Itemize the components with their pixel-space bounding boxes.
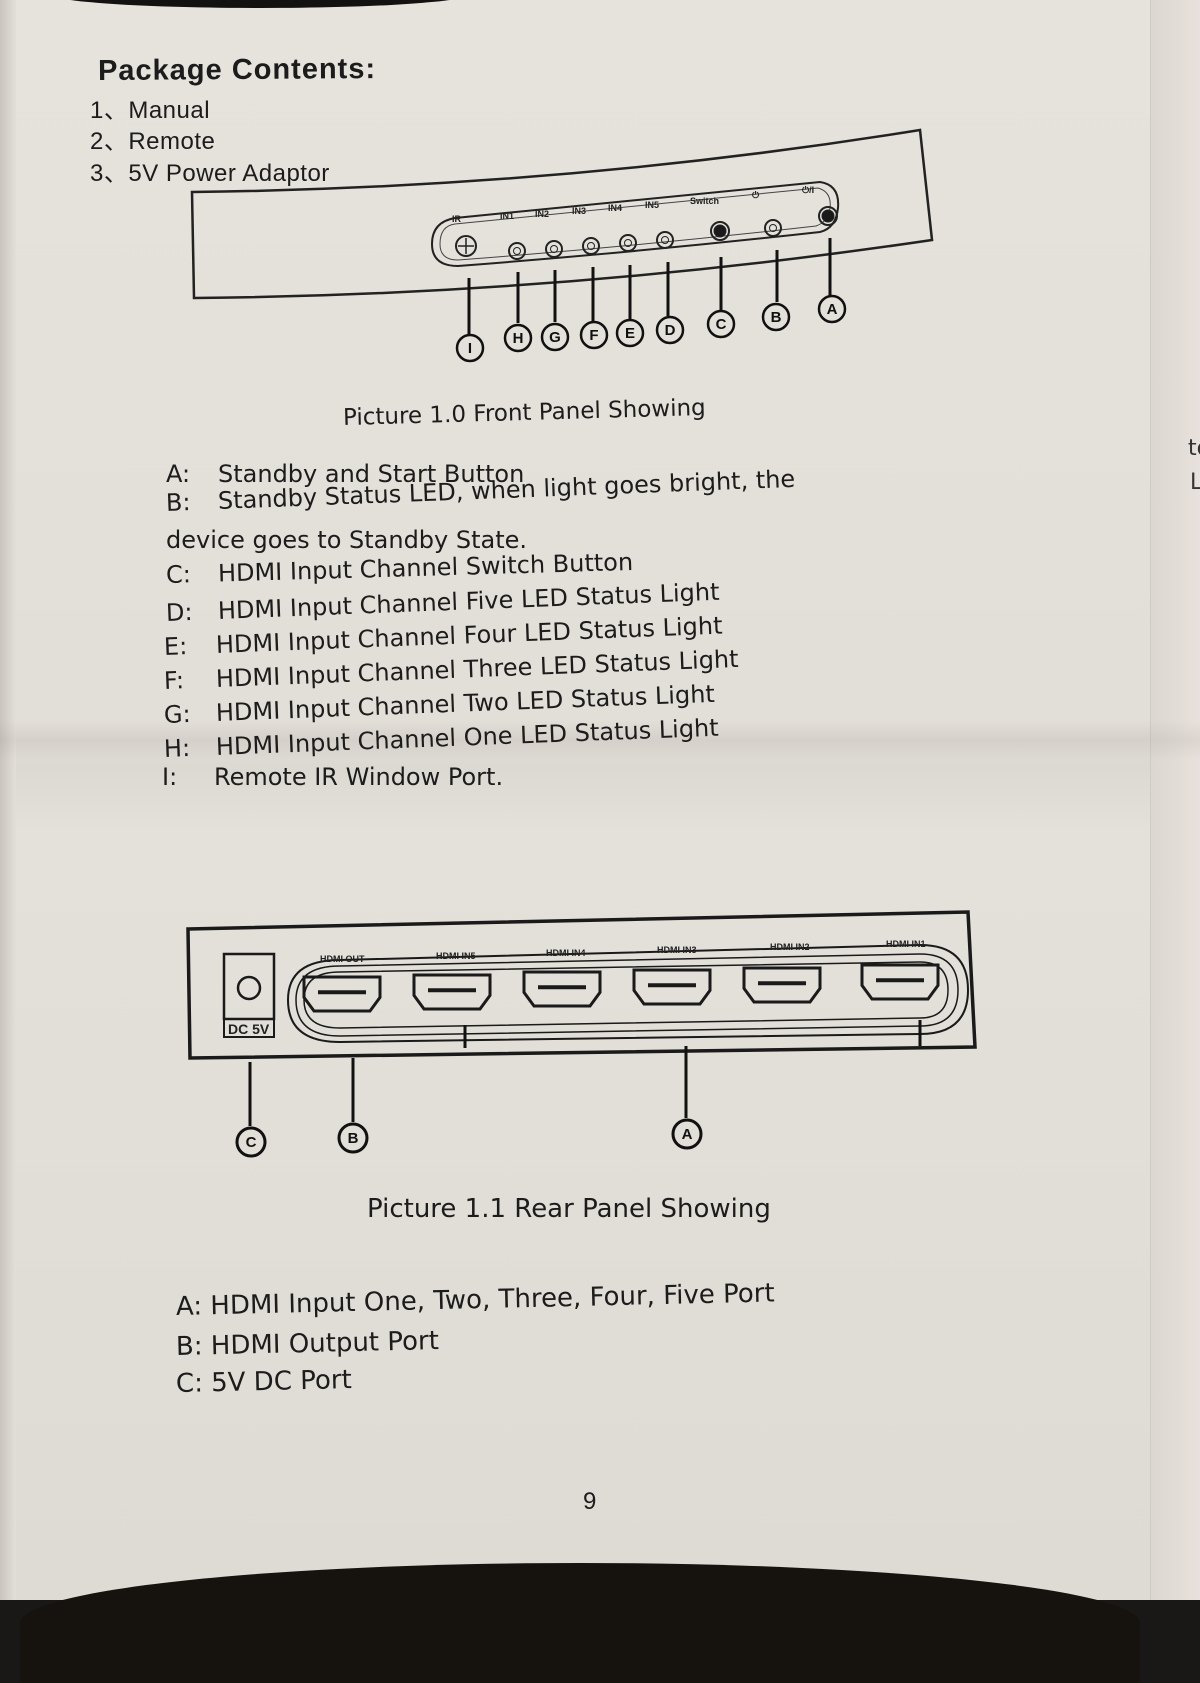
callout-f xyxy=(579,320,609,350)
led-in3 xyxy=(582,237,600,255)
top-shadow xyxy=(50,0,470,8)
port-label-hdmi-in5: HDMI IN5 xyxy=(436,951,476,961)
port-label-standby-led: ⏻ xyxy=(752,190,760,200)
front-panel-body xyxy=(190,128,934,300)
legend-text: Standby and Start Button xyxy=(218,460,525,488)
rear-callout-a xyxy=(671,1118,703,1150)
package-item: 3、5V Power Adaptor xyxy=(90,160,330,187)
page-fold xyxy=(0,720,1200,760)
legend-item-b-cont: device goes to Standby State. xyxy=(166,526,527,554)
dc-jack-box xyxy=(222,952,276,1021)
callout-label-b: B xyxy=(771,309,782,326)
port-label-power: ⏻/I xyxy=(802,185,814,195)
legend-item-i: I: Remote IR Window Port. xyxy=(162,763,503,791)
front-panel-strip-inner xyxy=(439,187,831,261)
callout-label-g: G xyxy=(549,329,561,346)
rear-callout-label-c: C xyxy=(246,1134,257,1151)
led-in4 xyxy=(619,234,637,252)
bottom-shadow xyxy=(20,1563,1140,1683)
rear-legend-item-b: B: HDMI Output Port xyxy=(175,1326,440,1362)
port-label-hdmi-in3: HDMI IN3 xyxy=(657,945,697,955)
callout-label-e: E xyxy=(625,325,635,342)
hdmi-port xyxy=(302,975,382,1013)
hdmi-port xyxy=(632,968,712,1006)
switch-button xyxy=(710,221,730,241)
hdmi-port xyxy=(860,963,940,1001)
port-label-hdmi-in1: HDMI IN1 xyxy=(886,939,926,949)
manual-page: Package Contents: 1、Manual 2、Remote 3、5V… xyxy=(0,0,1200,1600)
port-label-ir: IR xyxy=(452,214,462,224)
dc-label: DC 5V xyxy=(228,1021,270,1037)
callout-label-d: D xyxy=(665,322,676,339)
callout-a xyxy=(817,294,847,324)
port-label-hdmi-in4: HDMI IN4 xyxy=(546,948,586,958)
callout-label-h: H xyxy=(513,330,524,347)
rear-callout-label-a: A xyxy=(682,1126,693,1143)
callout-i xyxy=(455,333,485,363)
legend-key: I: xyxy=(162,763,178,791)
rear-panel-diagram: DC 5V HDMI OUT HDMI IN5 HDMI IN4 HDMI IN… xyxy=(186,910,977,1158)
port-label-in1: IN1 xyxy=(500,211,514,221)
rear-legend-item-a: A: HDMI Input One, Two, Three, Four, Fiv… xyxy=(175,1278,775,1322)
port-label-hdmi-out: HDMI OUT xyxy=(320,954,365,964)
adjacent-page xyxy=(1150,0,1200,1600)
rear-callout-b xyxy=(337,1122,369,1154)
rear-panel-body xyxy=(186,910,977,1060)
legend-item-a: A: Standby and Start Button xyxy=(166,460,524,488)
hdmi-port xyxy=(742,966,822,1004)
dc-jack xyxy=(236,975,262,1001)
rear-callout-label-b: B xyxy=(348,1130,359,1147)
callout-c xyxy=(706,309,736,339)
package-item: 2、Remote xyxy=(90,128,216,155)
callout-label-c: C xyxy=(716,316,727,333)
led-in1 xyxy=(508,242,526,260)
rear-port-labels: HDMI OUT HDMI IN5 HDMI IN4 HDMI IN3 HDMI… xyxy=(320,939,926,964)
hdmi-port xyxy=(412,973,492,1011)
led-in2 xyxy=(545,240,563,258)
callout-label-i: I xyxy=(468,340,472,357)
rear-callout-c xyxy=(235,1126,267,1158)
rear-legend-item-c: C: 5V DC Port xyxy=(175,1365,353,1399)
callout-h xyxy=(503,323,533,353)
led-in5 xyxy=(656,231,674,249)
adjacent-page-text: to xyxy=(1188,436,1200,461)
legend-text: device goes to Standby State. xyxy=(166,526,528,554)
port-label-in4: IN4 xyxy=(608,203,622,213)
package-item: 1、Manual xyxy=(90,97,211,124)
front-port-labels: IR IN1 IN2 IN3 IN4 IN5 Switch ⏻ ⏻/I xyxy=(452,185,814,224)
port-label-in2: IN2 xyxy=(535,209,549,219)
front-panel-diagram: IR IN1 IN2 IN3 IN4 IN5 Switch ⏻ ⏻/I xyxy=(190,128,934,363)
legend-key: A: xyxy=(166,460,191,488)
port-label-in5: IN5 xyxy=(645,200,659,210)
adjacent-page-text: L xyxy=(1190,470,1200,495)
callout-b xyxy=(761,302,791,332)
callout-d xyxy=(655,315,685,345)
page-number: 9 xyxy=(583,1488,597,1515)
callout-g xyxy=(540,322,570,352)
callout-label-a: A xyxy=(827,301,838,318)
power-button xyxy=(818,206,838,226)
port-label-switch: Switch xyxy=(690,196,719,206)
front-panel-strip xyxy=(430,180,840,268)
standby-led xyxy=(764,219,782,237)
page-left-edge xyxy=(0,0,16,1600)
port-label-in3: IN3 xyxy=(572,206,586,216)
callout-e xyxy=(615,318,645,348)
hdmi-port xyxy=(522,970,602,1008)
rear-panel-caption: Picture 1.1 Rear Panel Showing xyxy=(367,1194,771,1224)
callout-label-f: F xyxy=(589,327,598,344)
ir-window xyxy=(455,235,477,257)
legend-text: Remote IR Window Port. xyxy=(214,763,504,791)
port-label-hdmi-in2: HDMI IN2 xyxy=(770,942,810,952)
